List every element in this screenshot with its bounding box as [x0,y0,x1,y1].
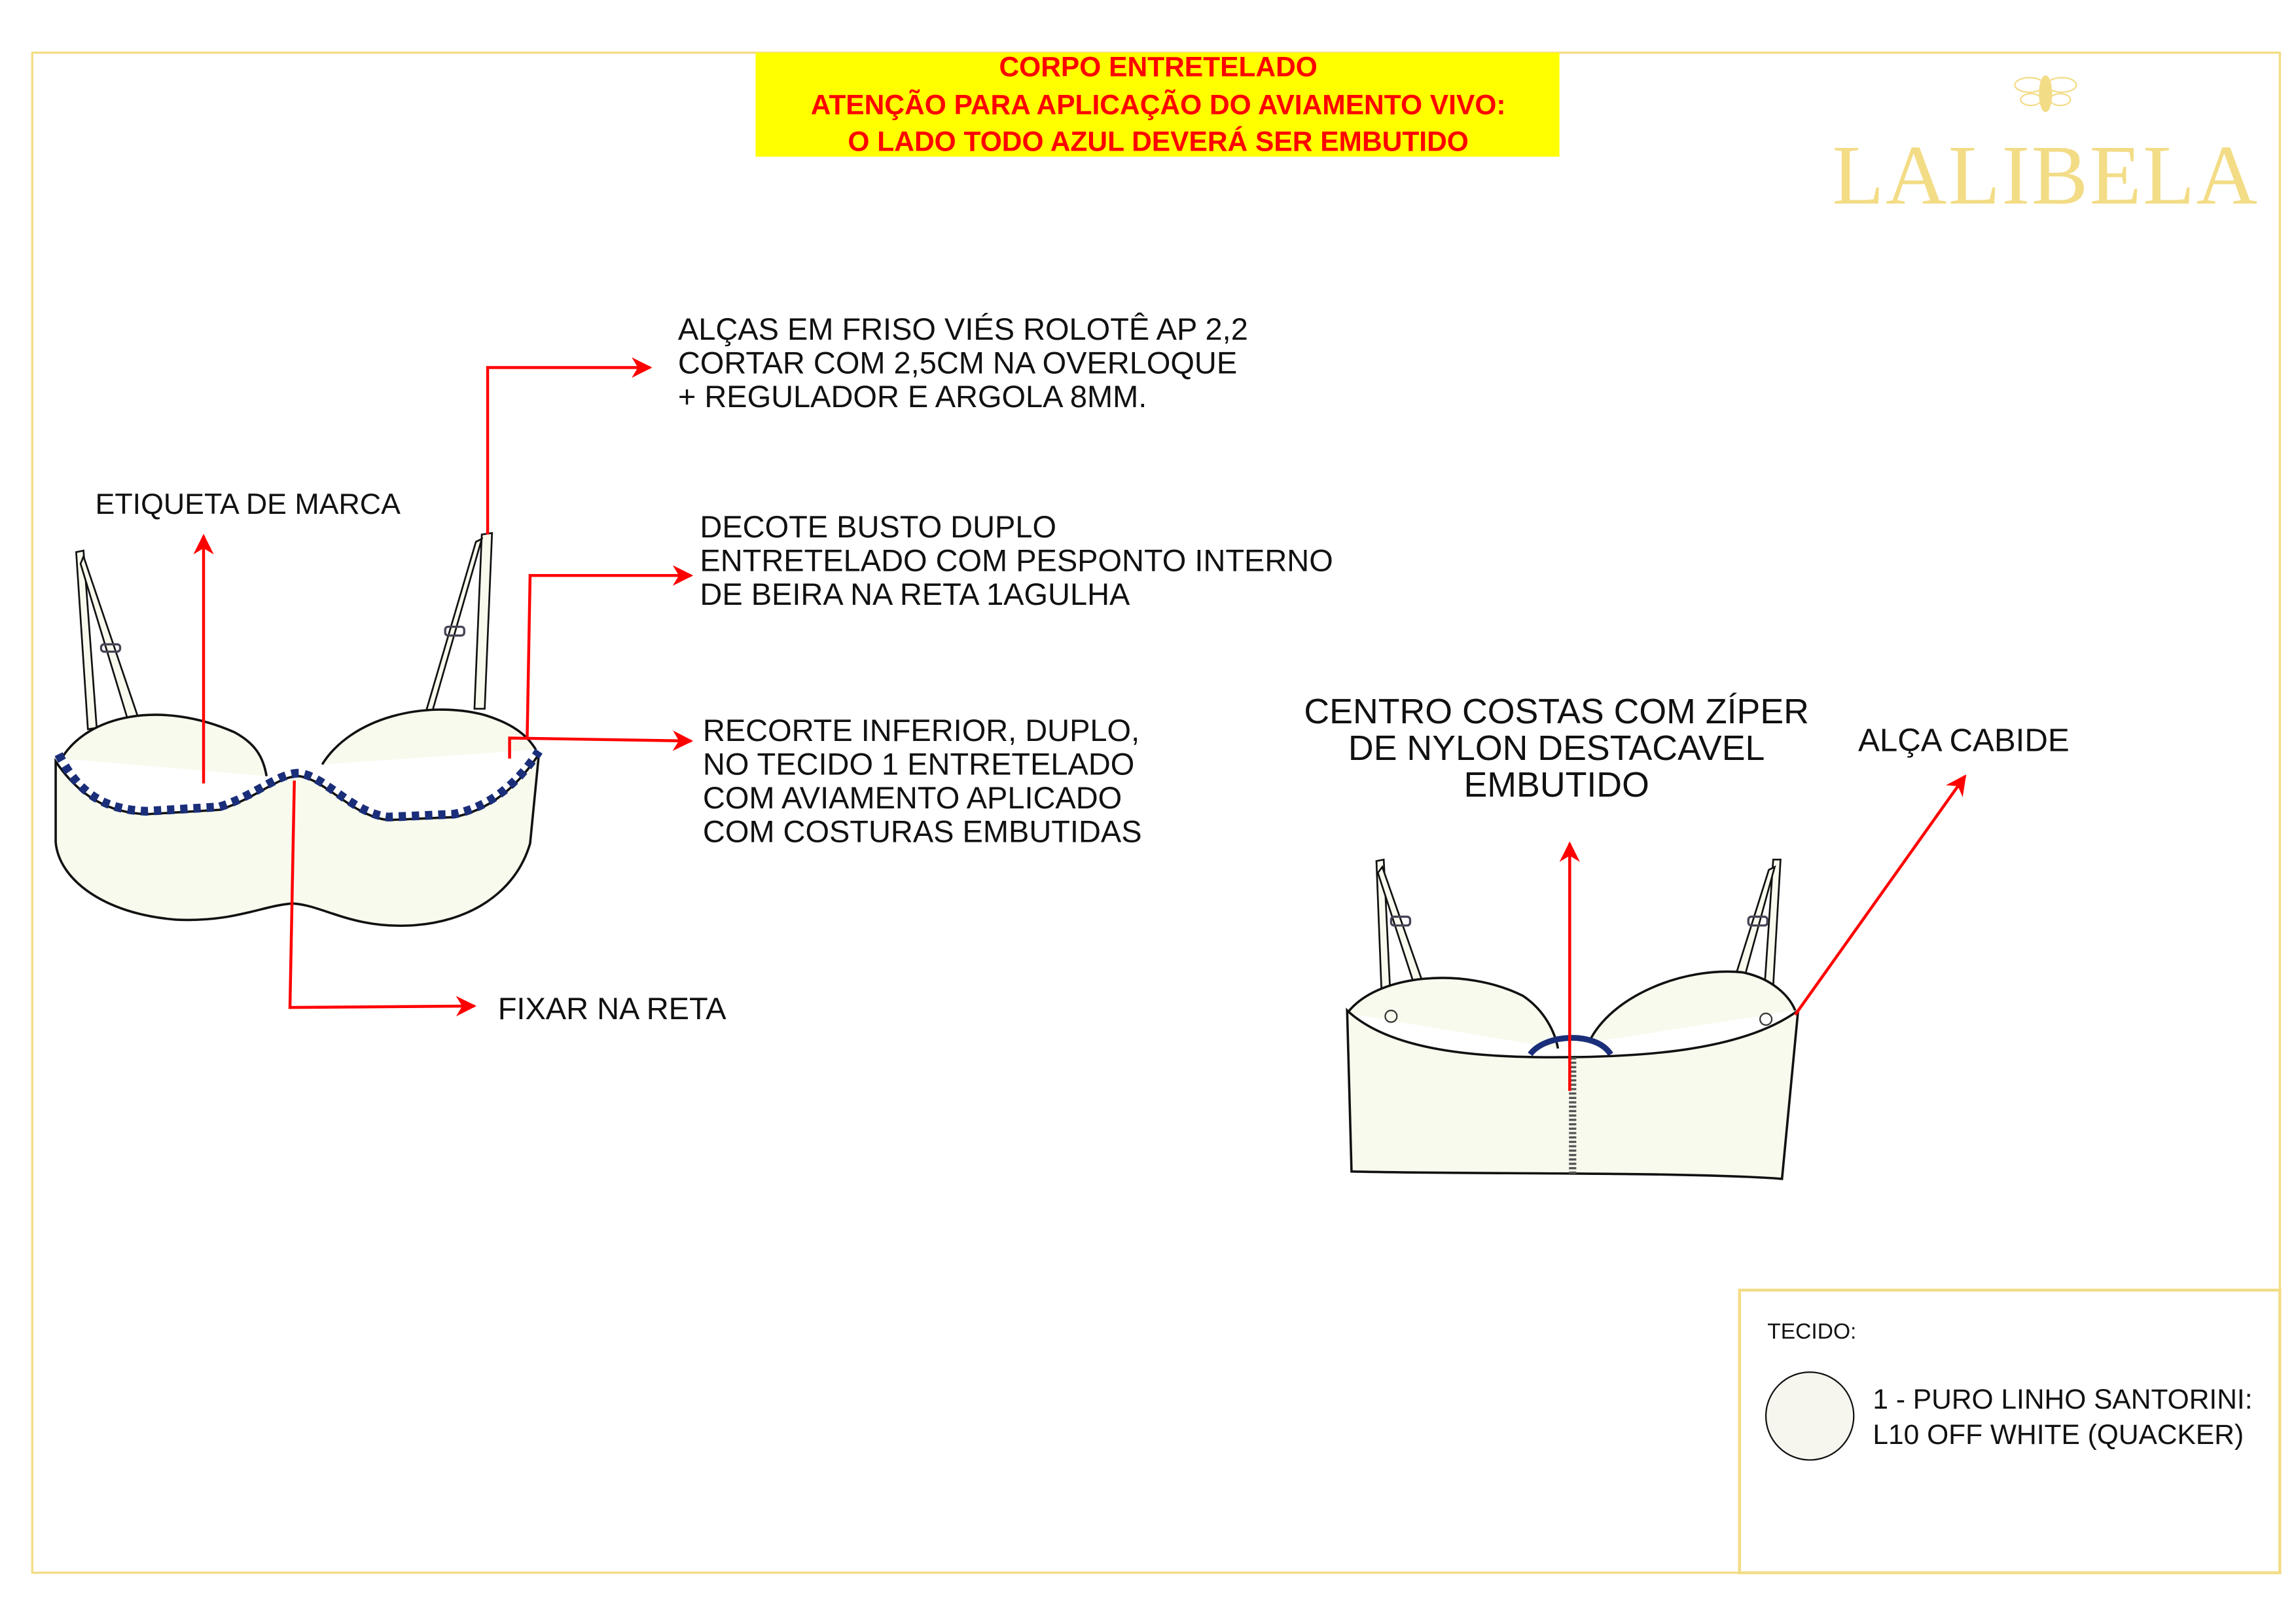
fabric-line: L10 OFF WHITE (QUACKER) [1873,1420,2244,1451]
note-line: ENTRETELADO COM PESPONTO INTERNO [700,543,1333,577]
note-line: RECORTE INFERIOR, DUPLO, [703,713,1139,748]
note-line: DE BEIRA NA RETA 1AGULHA [700,577,1130,611]
note-line: ALÇAS EM FRISO VIÉS ROLOTÊ AP 2,2 [678,312,1248,346]
header-line-1: CORPO ENTRETELADO [999,52,1317,82]
note-decote: DECOTE BUSTO DUPLO ENTRETELADO COM PESPO… [700,509,1333,611]
arrow-fixar [288,780,477,1017]
header-line-2: ATENÇÃO PARA APLICAÇÃO DO AVIAMENTO VIVO… [811,89,1506,120]
brand-logo: LALIBELA [1832,75,2259,223]
note-line: DE NYLON DESTACAVEL [1348,729,1765,768]
fabric-swatch [1765,1371,1855,1461]
arrow-recorte [508,730,694,759]
note-line: DECOTE BUSTO DUPLO [700,509,1056,544]
note-alca-cabide: ALÇA CABIDE [1858,723,2070,759]
note-line: COM AVIAMENTO APLICADO [703,780,1122,815]
bra-back-drawing [1346,858,1800,1180]
bra-front-drawing [54,532,543,928]
note-line: CENTRO COSTAS COM ZÍPER [1304,692,1809,731]
arrow-alcas [486,357,653,535]
note-line: EMBUTIDO [1463,765,1649,804]
note-etiqueta: ETIQUETA DE MARCA [95,488,401,520]
note-recorte: RECORTE INFERIOR, DUPLO, NO TECIDO 1 ENT… [703,713,1142,848]
header-line-3: O LADO TODO AZUL DEVERÁ SER EMBUTIDO [848,126,1468,157]
note-line: + REGULADOR E ARGOLA 8MM. [678,379,1147,414]
fabric-title: TECIDO: [1767,1320,1856,1344]
fabric-line: 1 - PURO LINHO SANTORINI: [1873,1384,2252,1415]
note-line: NO TECIDO 1 ENTRETELADO [703,746,1134,781]
warning-header: CORPO ENTRETELADO ATENÇÃO PARA APLICAÇÃO… [755,52,1560,157]
fabric-panel: TECIDO: 1 - PURO LINHO SANTORINI: L10 OF… [1738,1288,2282,1574]
logo-text: LALIBELA [1832,128,2259,223]
note-line: CORTAR COM 2,5CM NA OVERLOQUE [678,345,1237,380]
note-alcas: ALÇAS EM FRISO VIÉS ROLOTÊ AP 2,2 CORTAR… [678,312,1248,414]
note-line: COM COSTURAS EMBUTIDAS [703,814,1142,848]
bee-icon [2014,75,2077,113]
note-fixar: FIXAR NA RETA [498,991,727,1026]
arrow-decote [526,565,694,738]
arrow-alca-cabide [1793,774,1967,1016]
note-centro: CENTRO COSTAS COM ZÍPER DE NYLON DESTACA… [1304,692,1809,804]
